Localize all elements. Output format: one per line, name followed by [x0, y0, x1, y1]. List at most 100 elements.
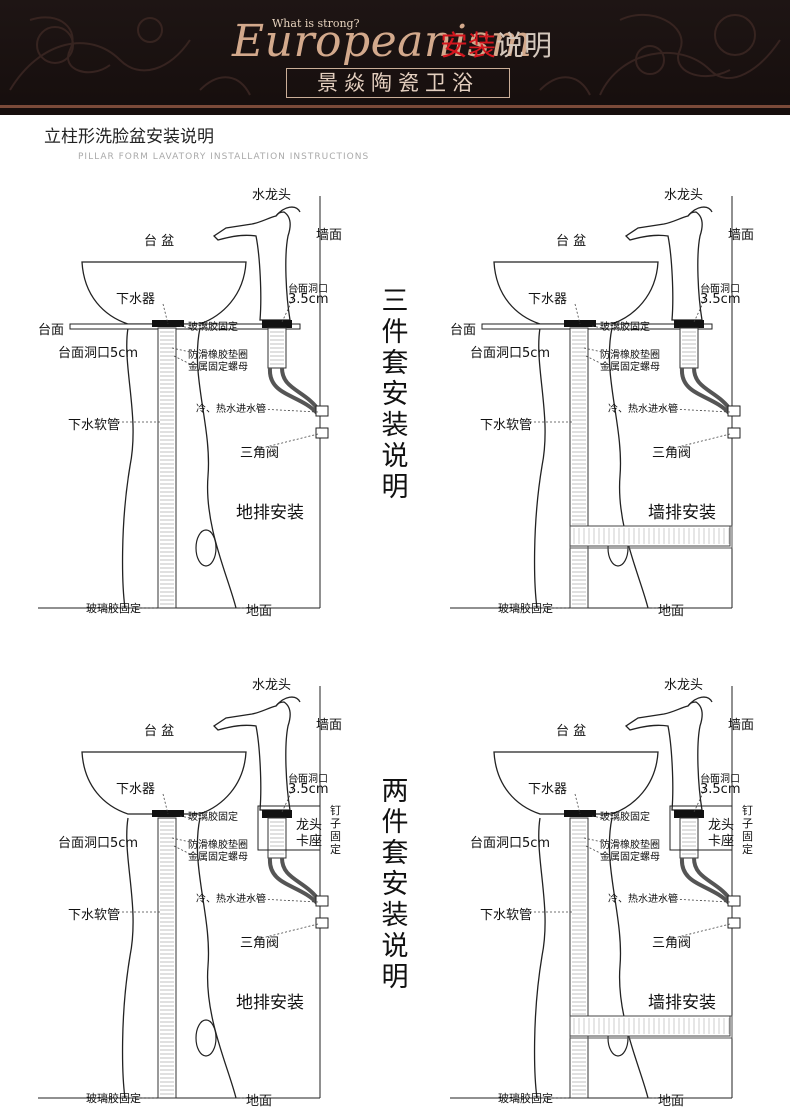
label-nail-fix-0: 钉 — [742, 804, 753, 817]
label-drain-hose: 下水软管 — [68, 908, 121, 923]
label-wall: 墙面 — [728, 228, 755, 243]
label-faucet-hole-size: 3.5cm — [700, 782, 741, 797]
label-counter-hole-5: 台面洞口5cm — [470, 346, 551, 361]
label-drain: 下水器 — [528, 782, 568, 797]
faucet — [624, 701, 703, 811]
label-floor: 地面 — [246, 1094, 273, 1109]
label-nail-fix-3: 定 — [330, 843, 341, 856]
water-hose — [679, 857, 734, 906]
angle-valve-top — [315, 405, 329, 417]
label-angle-valve: 三角阀 — [240, 936, 280, 951]
faucet-seat — [669, 805, 733, 851]
faucet-nut — [262, 810, 292, 818]
label-faucet: 水龙头 — [664, 678, 704, 693]
label-glass-glue-bottom: 玻璃胶固定 — [86, 602, 141, 615]
angle-valve-bottom — [315, 917, 329, 929]
faucet — [624, 211, 703, 321]
floral-pattern — [9, 13, 781, 96]
label-glass-glue-bottom: 玻璃胶固定 — [86, 1092, 141, 1105]
label-drain: 下水器 — [116, 292, 156, 307]
page-title: 立柱形洗脸盆安装说明 — [44, 127, 214, 147]
company-name: 景焱陶瓷卫浴 — [286, 68, 510, 98]
label-floor-drain-install: 地排安装 — [236, 503, 304, 523]
pedestal-hole — [195, 1019, 217, 1057]
angle-valve-top — [727, 405, 741, 417]
angle-valve-bottom — [727, 427, 741, 439]
label-nail-fix-1: 子 — [330, 817, 341, 830]
label-floor-drain-install: 地排安装 — [236, 993, 304, 1013]
faucet — [212, 211, 291, 321]
label-wall-drain-install: 墙排安装 — [648, 503, 716, 523]
label-countertop: 台面 — [38, 323, 65, 338]
faucet-nut — [674, 320, 704, 328]
faucet-seat — [257, 805, 321, 851]
header-banner: What is strong? Europeanism 安装说明 景焱陶瓷卫浴 — [0, 0, 790, 115]
angle-valve-top — [727, 895, 741, 907]
label-faucet-hole: 台面洞口 — [700, 284, 740, 295]
label-glass-glue: 玻璃胶固定 — [600, 812, 650, 823]
label-drain-hose: 下水软管 — [480, 418, 533, 433]
water-hose — [267, 857, 322, 906]
label-faucet-hole: 台面洞口 — [288, 284, 328, 295]
label-faucet-hole: 台面洞口 — [700, 774, 740, 785]
brand-tagline: What is strong? — [272, 17, 360, 30]
label-wall: 墙面 — [728, 718, 755, 733]
water-hose — [267, 367, 322, 416]
label-angle-valve: 三角阀 — [652, 446, 692, 461]
faucet — [212, 701, 291, 811]
label-water-pipe: 冷、热水进水管 — [196, 894, 266, 905]
section-title-three-piece: 三件套安装说明 — [381, 286, 409, 503]
pedestal-hole — [195, 529, 217, 567]
label-nail-fix-3: 定 — [742, 843, 753, 856]
angle-valve-bottom — [727, 917, 741, 929]
label-water-pipe: 冷、热水进水管 — [608, 404, 678, 415]
label-rubber-gasket: 防滑橡胶垫圈 — [600, 350, 660, 361]
label-faucet: 水龙头 — [252, 678, 292, 693]
label-wall: 墙面 — [316, 718, 343, 733]
label-nail-fix-1: 子 — [742, 817, 753, 830]
angle-valve-bottom — [315, 427, 329, 439]
label-metal-nut: 金属固定螺母 — [600, 852, 660, 863]
faucet-nut — [262, 320, 292, 328]
label-faucet-seat-1: 龙头 — [296, 818, 323, 833]
label-counter-hole-5: 台面洞口5cm — [58, 836, 139, 851]
label-faucet-seat-2: 卡座 — [296, 834, 323, 849]
header-stripe — [0, 105, 790, 108]
label-rubber-gasket: 防滑橡胶垫圈 — [600, 840, 660, 851]
label-faucet: 水龙头 — [664, 188, 704, 203]
pedestal — [121, 327, 237, 609]
label-rubber-gasket: 防滑橡胶垫圈 — [188, 350, 248, 361]
label-angle-valve: 三角阀 — [652, 936, 692, 951]
label-faucet: 水龙头 — [252, 188, 292, 203]
basin-bowl — [81, 751, 247, 815]
section-title-two-piece: 两件套安装说明 — [381, 776, 409, 993]
label-glass-glue: 玻璃胶固定 — [188, 322, 238, 333]
water-hose — [679, 367, 734, 416]
label-faucet-hole: 台面洞口 — [288, 774, 328, 785]
countertop — [69, 323, 301, 330]
label-water-pipe: 冷、热水进水管 — [608, 894, 678, 905]
label-wall-drain-install: 墙排安装 — [648, 993, 716, 1013]
basin-bowl — [81, 261, 247, 325]
pedestal — [533, 817, 649, 1099]
brand-logo: Europeanism — [232, 16, 533, 67]
label-basin: 台 盆 — [556, 724, 587, 739]
label-countertop: 台面 — [450, 323, 477, 338]
page-subtitle: PILLAR FORM LAVATORY INSTALLATION INSTRU… — [78, 152, 370, 162]
label-floor: 地面 — [658, 1094, 685, 1109]
label-drain: 下水器 — [528, 292, 568, 307]
label-faucet-seat-1: 龙头 — [708, 818, 735, 833]
heading-white: 说明 — [496, 29, 553, 62]
label-floor: 地面 — [658, 604, 685, 619]
basin-bowl — [493, 751, 659, 815]
label-angle-valve: 三角阀 — [240, 446, 280, 461]
label-nail-fix-2: 固 — [330, 830, 341, 843]
label-counter-hole-5: 台面洞口5cm — [470, 836, 551, 851]
label-basin: 台 盆 — [144, 234, 175, 249]
label-basin: 台 盆 — [556, 234, 587, 249]
label-glass-glue-bottom: 玻璃胶固定 — [498, 1092, 553, 1105]
